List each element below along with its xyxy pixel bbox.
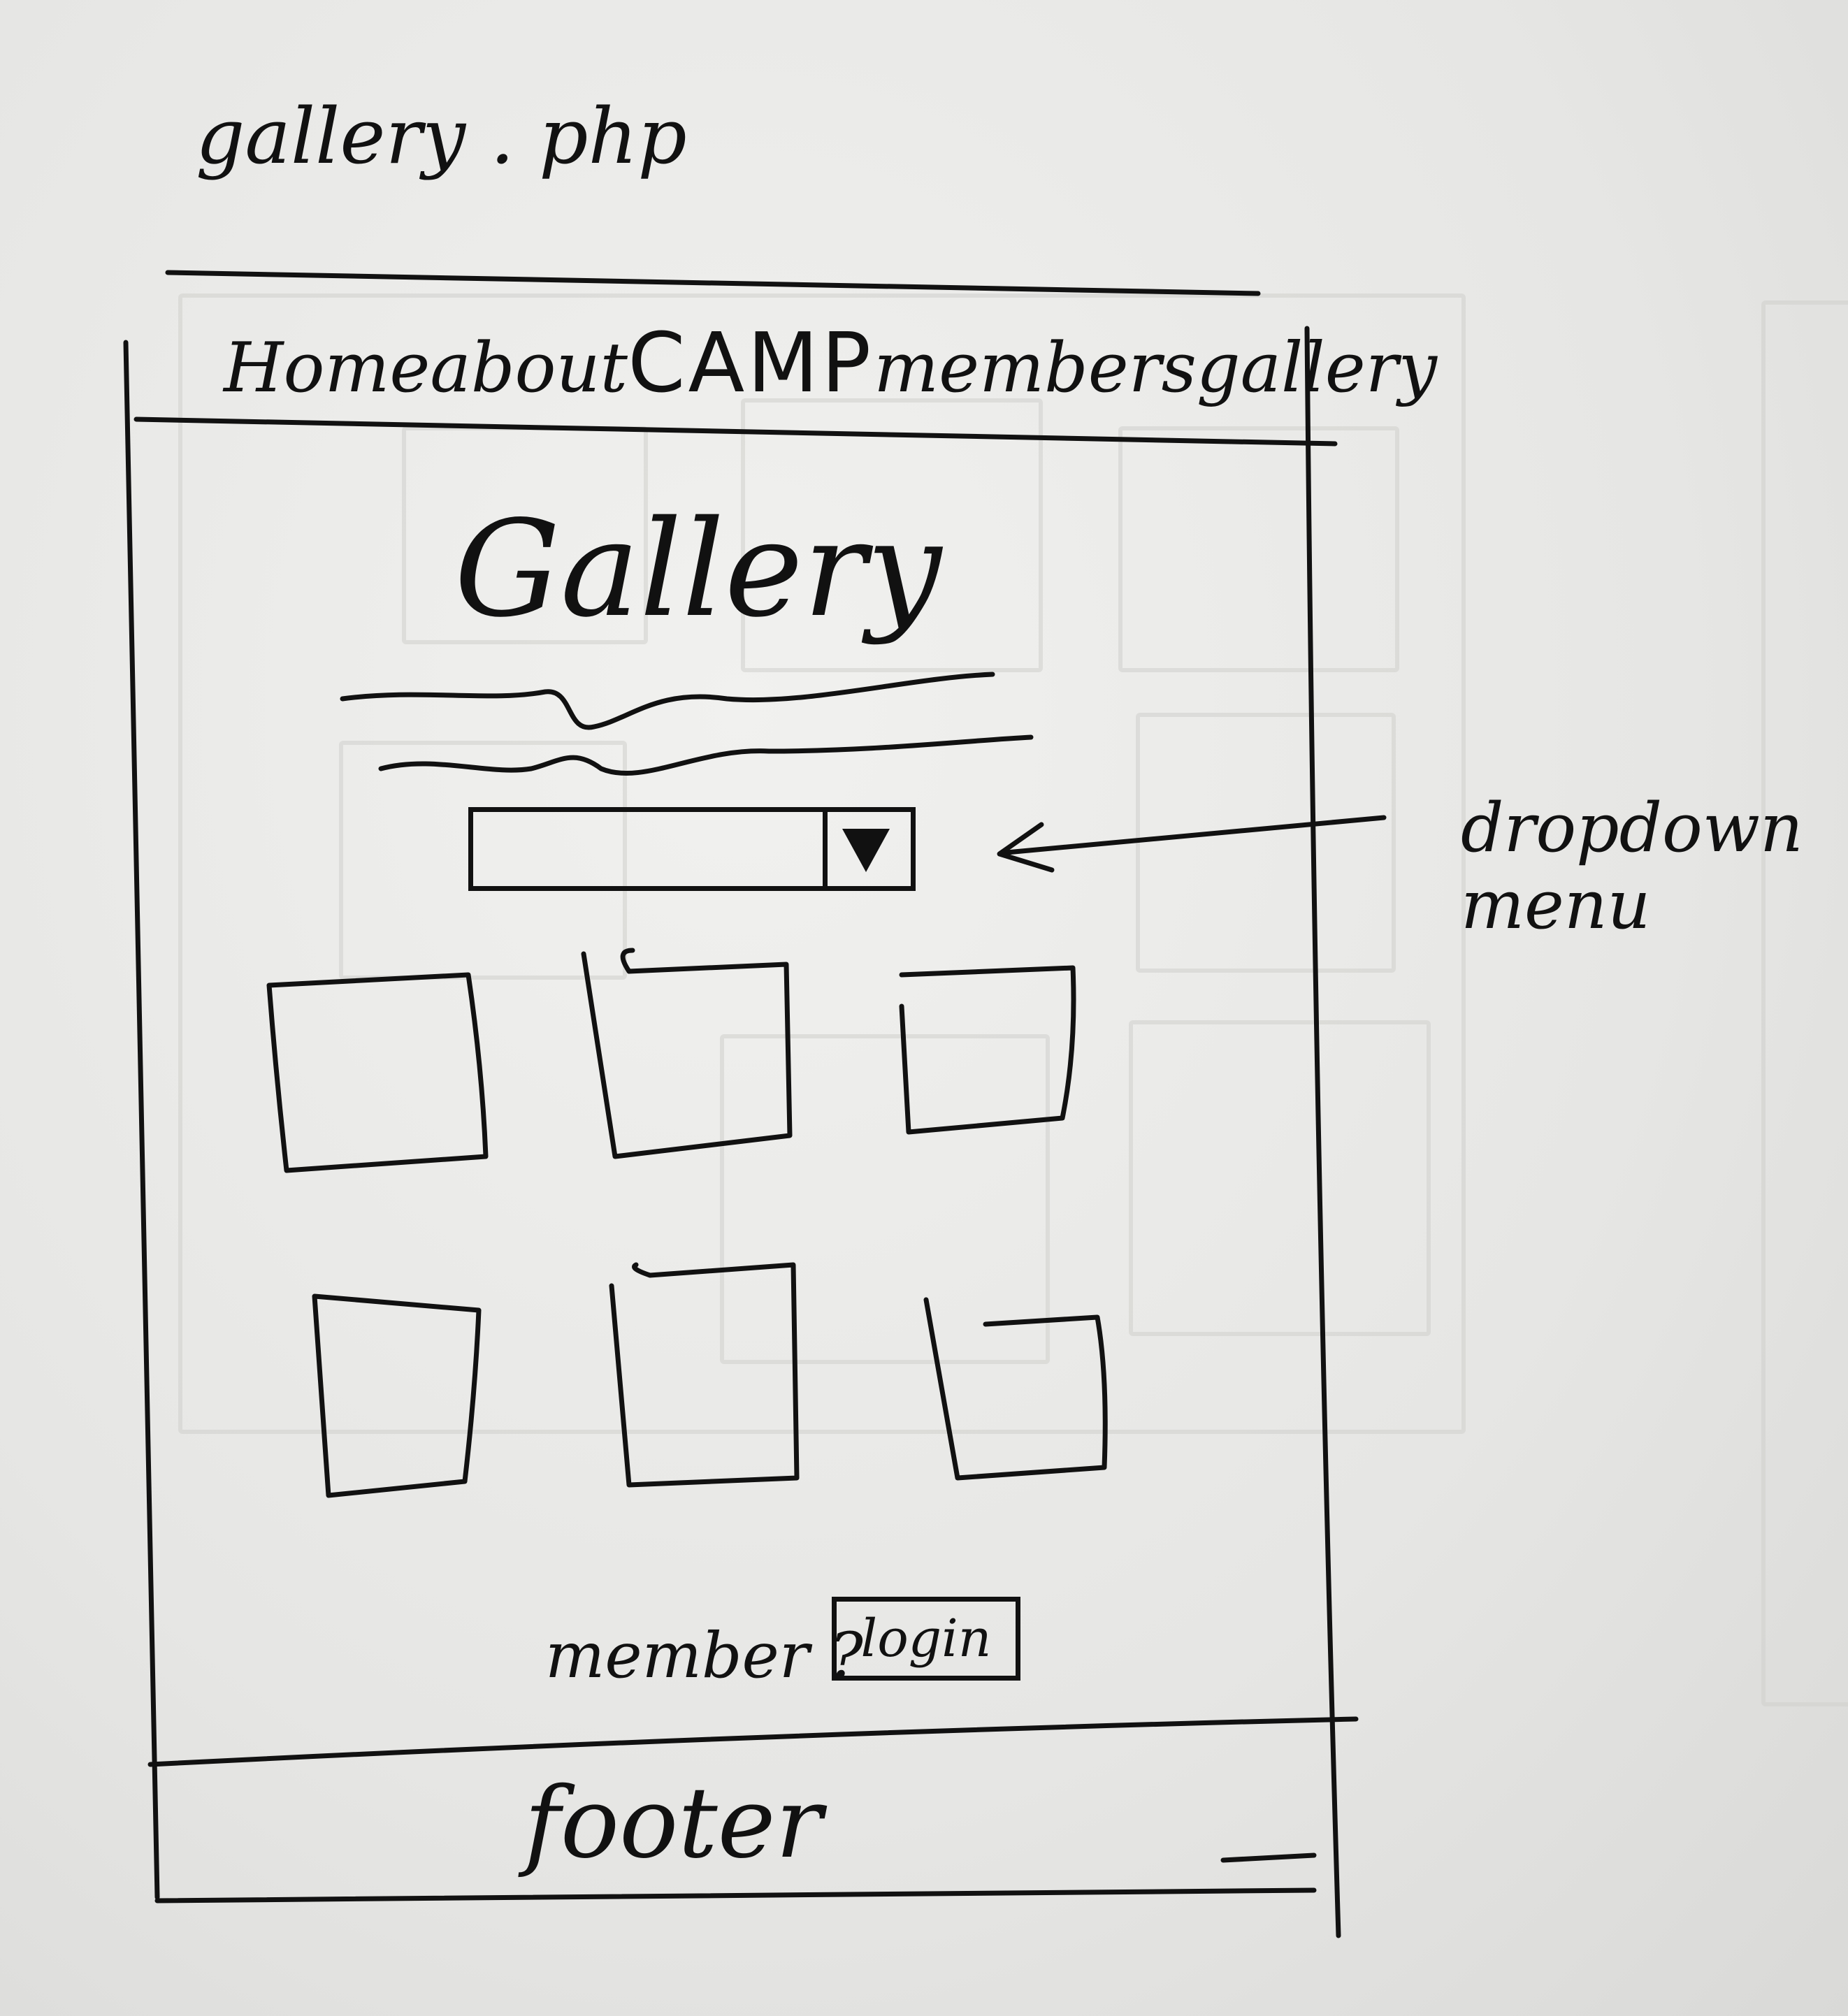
frame-bottom-stroke (1220, 1852, 1317, 1863)
page-title: Gallery (454, 492, 942, 646)
nav-divider (133, 416, 1338, 447)
member-prompt: member ? (545, 1619, 863, 1692)
ghost-box (339, 741, 627, 980)
ghost-box (1129, 1020, 1431, 1336)
dropdown-arrow-icon[interactable] (842, 829, 890, 872)
dropdown-annotation: dropdown menu (1461, 789, 1803, 945)
footer-label: footer (524, 1767, 823, 1880)
gallery-filter-dropdown[interactable] (468, 807, 916, 891)
nav-item-home[interactable]: Home (224, 328, 431, 408)
gallery-thumbnail (266, 972, 489, 1173)
gallery-thumbnail (312, 1293, 482, 1498)
gallery-thumbnail (899, 965, 1076, 1135)
file-name-label: gallery . php (196, 92, 687, 181)
top-navigation: Home about CAMP members gallery (224, 314, 1437, 411)
gallery-thumbnail (923, 1297, 1108, 1481)
footer-divider (147, 1716, 1359, 1767)
ghost-sheet-outline (178, 293, 1466, 1434)
annotation-text: dropdown menu (1461, 789, 1803, 945)
ghost-edge (1761, 300, 1848, 1706)
login-button[interactable]: login (832, 1597, 1020, 1681)
description-squiggle (378, 734, 1034, 776)
dropdown-pointer-arrow (1004, 815, 1387, 855)
nav-item-about[interactable]: about (430, 328, 628, 408)
dropdown-divider (823, 812, 828, 886)
nav-item-gallery[interactable]: gallery (1196, 328, 1437, 408)
site-brand[interactable]: CAMP (628, 314, 874, 411)
dropdown-pointer-arrowhead (997, 822, 1055, 873)
nav-item-members[interactable]: members (874, 328, 1197, 408)
ghost-box (720, 1034, 1050, 1364)
frame-right-line (1304, 326, 1341, 1938)
gallery-thumbnail (581, 948, 793, 1159)
description-squiggle (340, 672, 995, 730)
ghost-box (741, 398, 1043, 672)
frame-top-line (165, 270, 1261, 296)
frame-bottom-line (154, 1887, 1317, 1903)
gallery-thumbnail (609, 1262, 800, 1488)
ghost-box (1118, 426, 1399, 672)
frame-left-line (123, 340, 160, 1900)
